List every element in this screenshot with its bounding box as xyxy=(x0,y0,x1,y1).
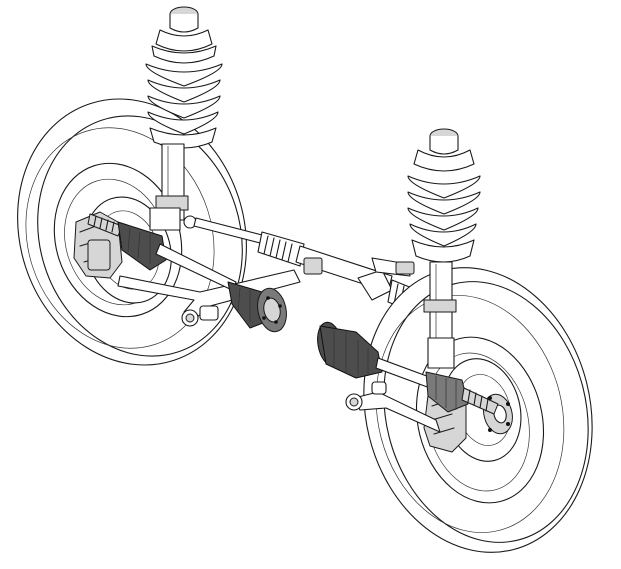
right-drive-shaft xyxy=(317,321,499,415)
right-strut xyxy=(407,128,481,369)
left-coil-spring xyxy=(145,63,223,149)
right-coil-spring xyxy=(407,175,481,263)
left-control-arm xyxy=(117,269,301,327)
left-drive-shaft xyxy=(87,213,287,333)
left-strut xyxy=(145,6,223,231)
right-control-arm xyxy=(345,381,441,433)
